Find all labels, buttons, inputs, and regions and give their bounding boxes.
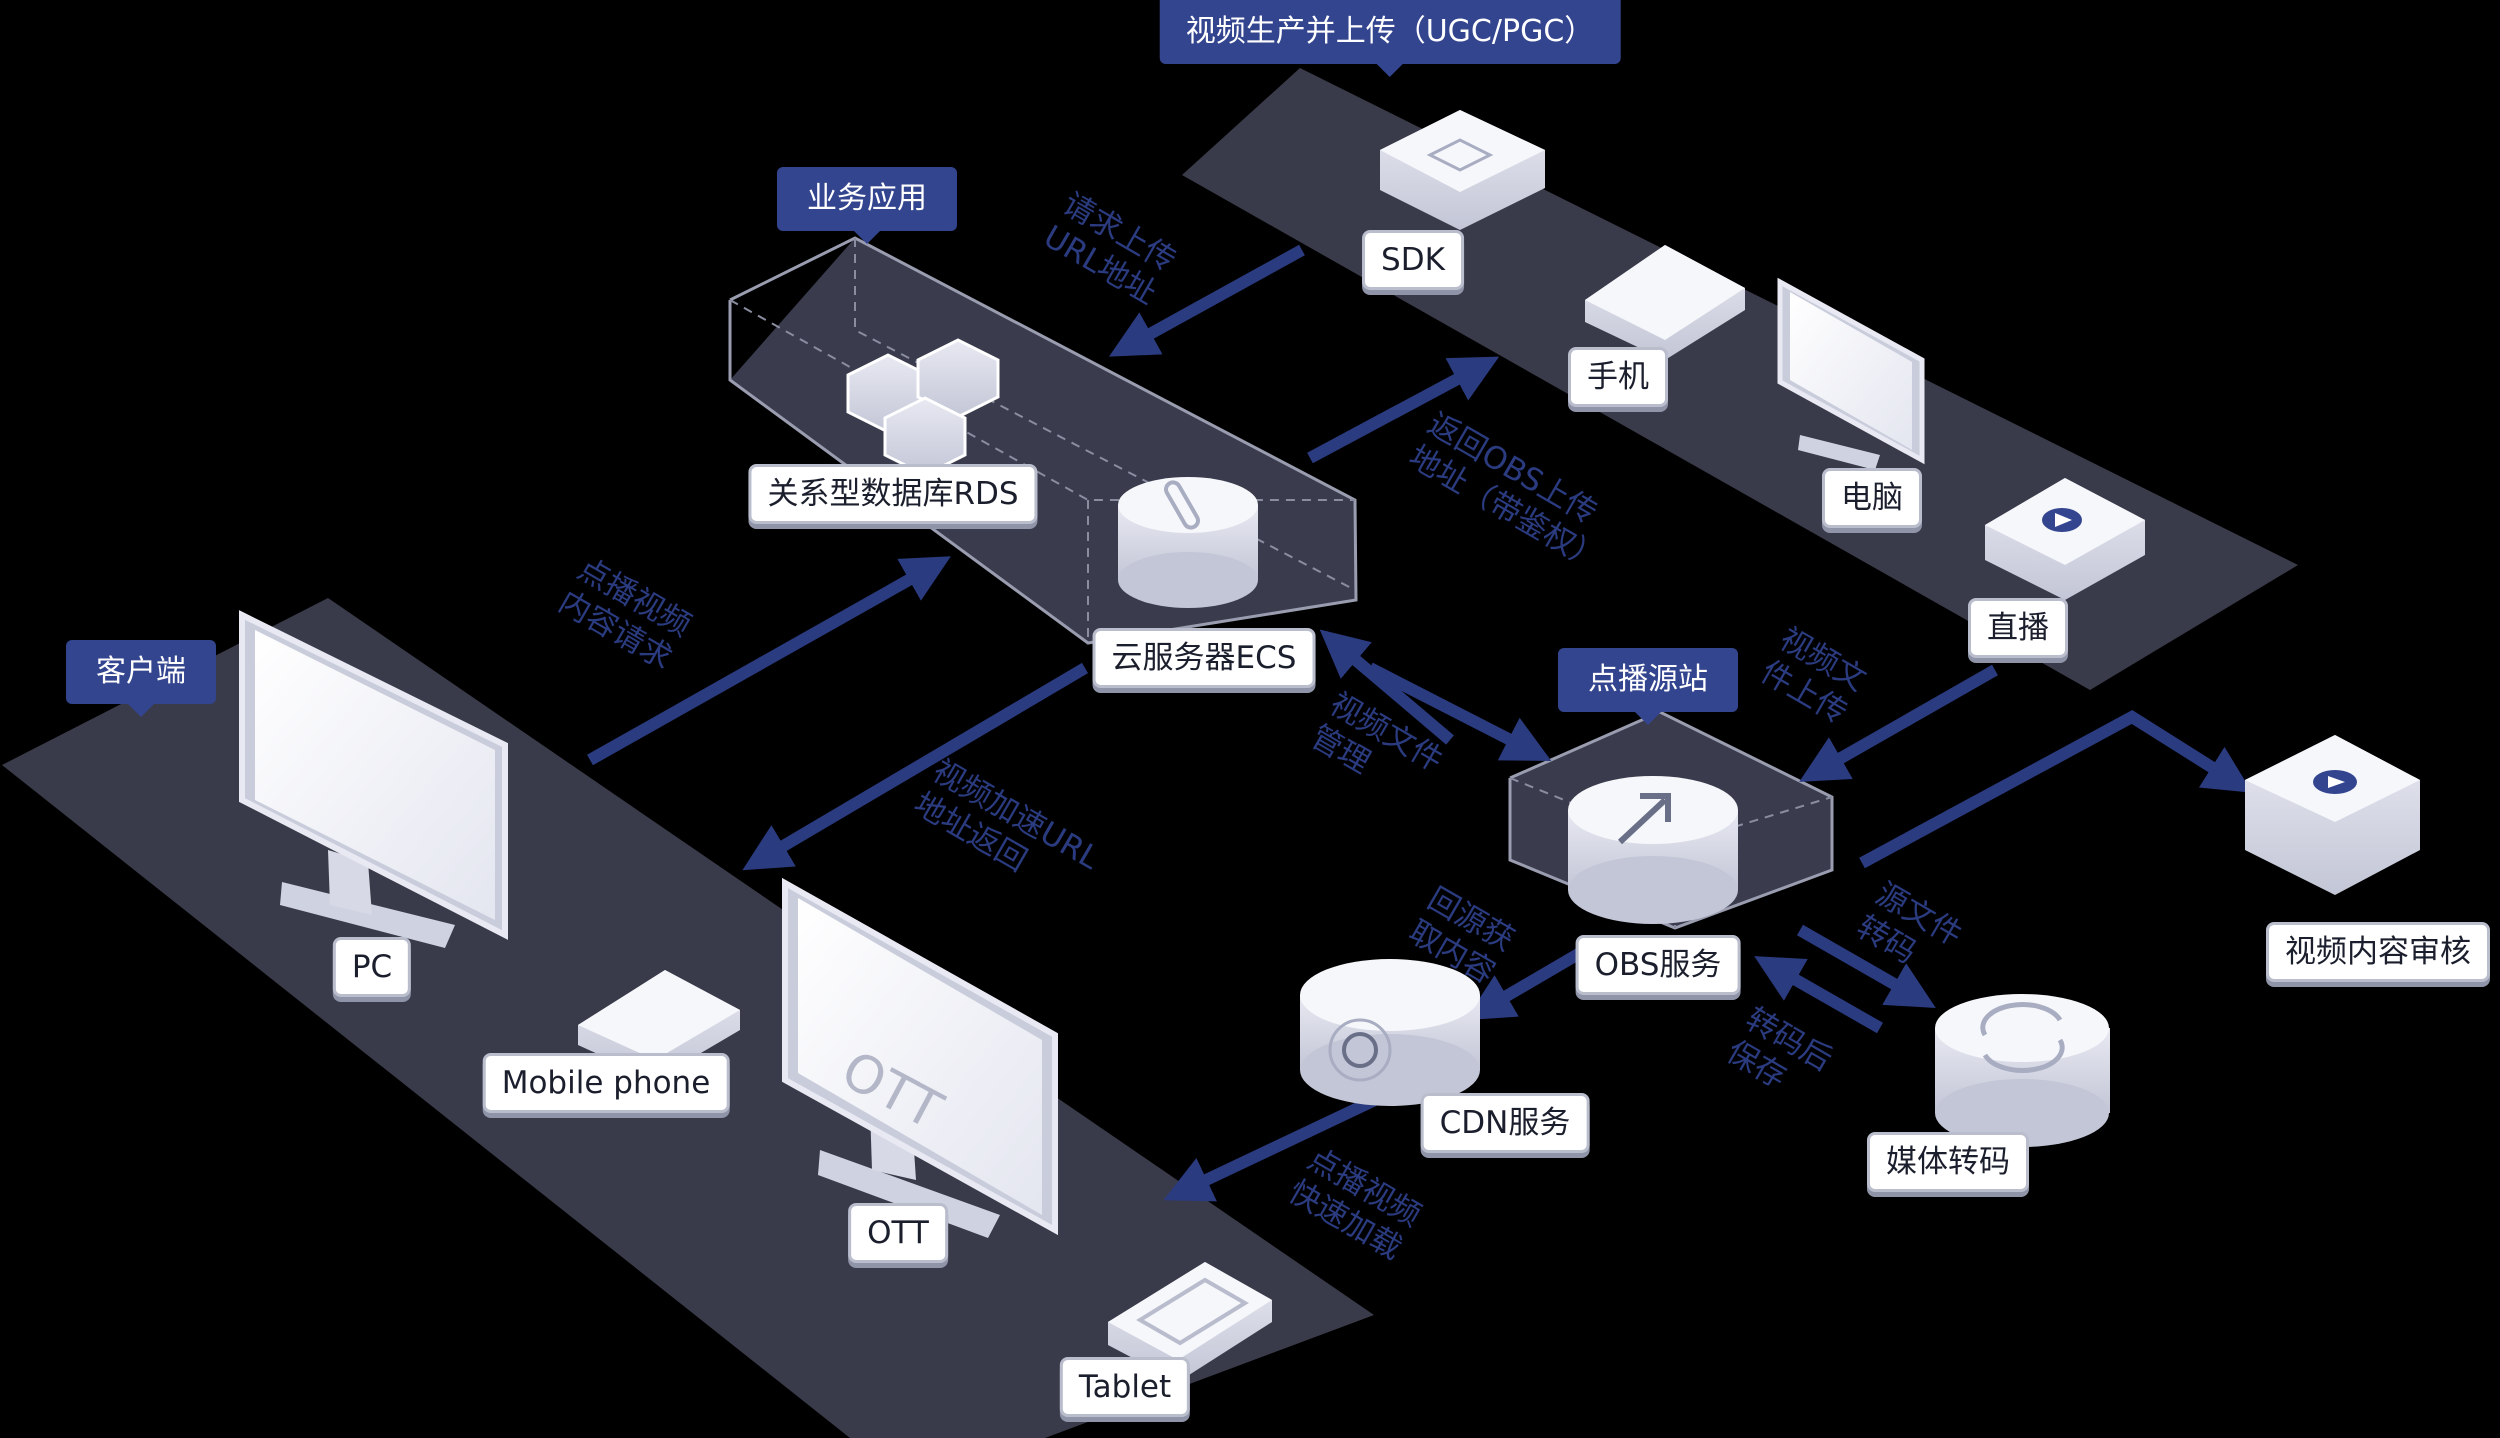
phone-device-icon	[1585, 245, 1745, 360]
label-tablet: Tablet	[1059, 1357, 1191, 1417]
label-rds: 关系型数据库RDS	[748, 464, 1038, 524]
arrow-vod-request	[587, 556, 951, 766]
mobile-phone-icon	[578, 970, 740, 1080]
label-sdk: SDK	[1362, 230, 1464, 290]
arrow-return-obs-url	[1307, 356, 1500, 464]
arrow-transcoded-save	[1754, 956, 1883, 1034]
zone-tag-origin: 点播源站	[1558, 648, 1738, 725]
label-cdn: CDN服务	[1420, 1093, 1590, 1153]
arrow-source-transcode	[1797, 924, 1936, 1008]
ott-monitor-icon	[782, 877, 1058, 1238]
tablet-icon	[1108, 1262, 1272, 1382]
label-ott: OTT	[848, 1203, 948, 1263]
label-mobile-phone: Mobile phone	[482, 1053, 730, 1113]
zone-tag-production: 视频生产并上传（UGC/PGC）	[1159, 0, 1621, 77]
arrow-file-manage-a	[1319, 629, 1454, 745]
arrow-to-audit	[1859, 710, 2253, 869]
label-audit: 视频内容审核	[2266, 922, 2490, 982]
arrow-file-manage-b	[1367, 662, 1552, 761]
cloud-server-icon	[1118, 477, 1258, 608]
audit-icon	[2245, 735, 2420, 895]
label-live: 直播	[1968, 598, 2068, 658]
pc-monitor-icon	[239, 610, 508, 948]
label-computer: 电脑	[1822, 468, 1922, 528]
arrow-request-upload-url	[1108, 244, 1305, 357]
zone-tag-business: 业务应用	[777, 167, 957, 244]
label-obs: OBS服务	[1575, 935, 1741, 995]
arrow-back-to-origin	[1465, 940, 1596, 1021]
computer-monitor-icon	[1777, 277, 1925, 470]
transcode-icon	[1935, 994, 2110, 1147]
label-pc: PC	[332, 937, 412, 997]
business-glass-box	[728, 236, 1358, 645]
cdn-icon	[1300, 959, 1480, 1106]
label-ecs: 云服务器ECS	[1092, 628, 1316, 688]
zone-tag-client: 客户端	[66, 640, 216, 717]
arrow-accel-url-return	[742, 662, 1089, 871]
label-transcode: 媒体转码	[1867, 1132, 2029, 1192]
label-phone: 手机	[1568, 347, 1668, 407]
arrow-file-upload	[1799, 664, 1998, 782]
database-icon	[846, 338, 1000, 477]
arrow-vod-accel-load	[1163, 1094, 1378, 1202]
obs-storage-icon	[1568, 776, 1738, 924]
sdk-icon	[1380, 110, 1545, 230]
live-icon	[1985, 478, 2145, 600]
